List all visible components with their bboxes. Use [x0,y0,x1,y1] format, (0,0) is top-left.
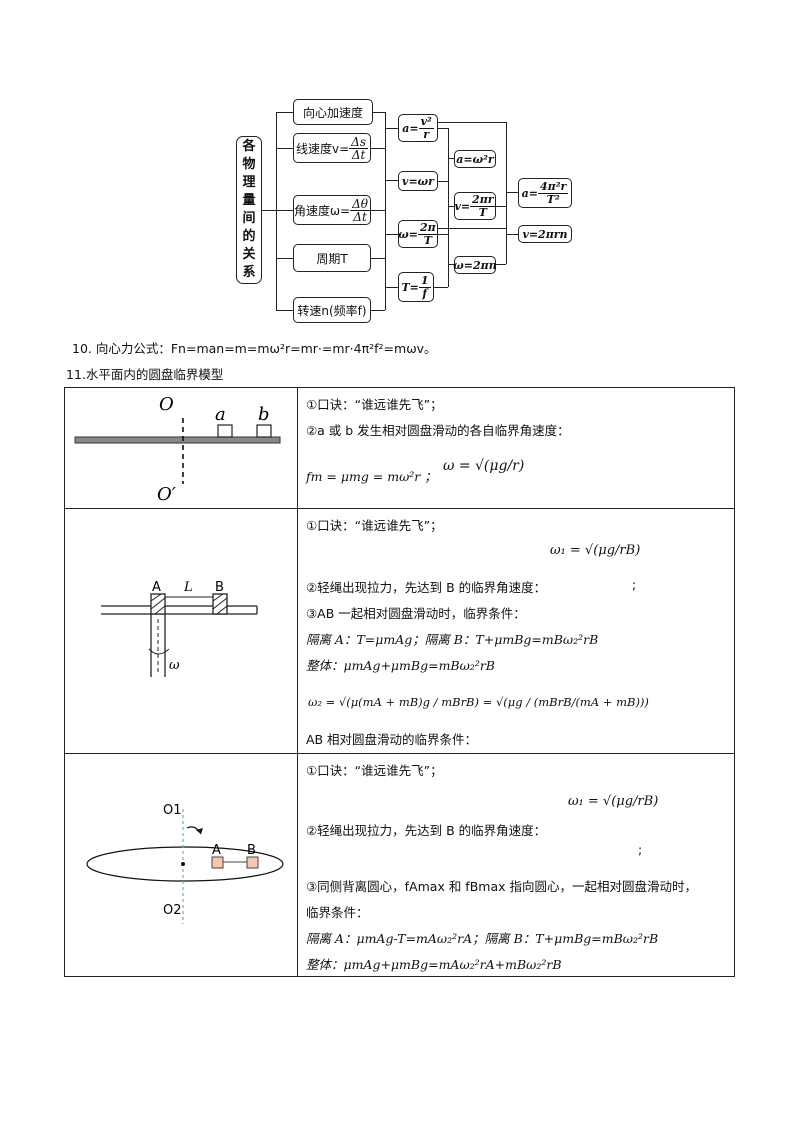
table-row: O a b O′ ①口诀：“谁远谁先飞”； ②a 或 b 发生相对圆盘滑动的各自… [64,387,736,509]
row2-figure: A B L ω [101,580,258,677]
formula-a-omega2-r: a=ω²r [454,150,496,168]
disc-critical-model-table: O a b O′ ①口诀：“谁远谁先飞”； ②a 或 b 发生相对圆盘滑动的各自… [64,387,736,977]
formula-omega-2pin: ω=2πn [453,256,497,274]
row2-text-cell: ①口诀：“谁远谁先飞”； ω₁ = √(μg/rB) ②轻绳出现拉力，先达到 B… [296,508,736,754]
row1-text-cell: ①口诀：“谁远谁先飞”； ②a 或 b 发生相对圆盘滑动的各自临界角速度： fm… [296,387,736,509]
row3-block-a [211,856,224,869]
box-period: 周期T [293,244,371,272]
formula-v-omega-r: v=ωr [398,171,438,191]
table-row: A B L ω ①口诀：“谁远谁先飞”； ω₁ = √(μg/rB) ②轻绳出现… [64,508,736,754]
box-centripetal-acceleration: 向心加速度 [293,99,373,125]
svg-text:A: A [212,843,221,858]
row1-label-o-prime: O′ [157,484,176,505]
row1-disc-plate [74,436,281,444]
row3-figure-cell: O1 O2 A B [64,753,298,977]
svg-text:B: B [247,843,256,858]
svg-text:B: B [215,580,224,595]
row3-text-cell: ①口诀：“谁远谁先飞”； ω₁ = √(μg/rB) ②轻绳出现拉力，先达到 B… [296,753,736,977]
table-row: O1 O2 A B ①口诀：“谁远谁先飞”； ω₁ = √(μg/rB) ②轻绳… [64,753,736,977]
row1-block-b [256,424,272,438]
svg-text:L: L [183,580,193,595]
row1-label-b: b [258,404,270,425]
item-10-formula: 10. 向心力公式：Fn=man=m=mω²r=mr·=mr·4π²f²=mωv… [72,341,437,356]
formula-v-2pirn: v=2πrn [518,225,572,243]
row1-label-o: O [159,394,174,415]
svg-text:O1: O1 [163,803,182,818]
item-11-heading: 11.水平面内的圆盘临界模型 [66,367,224,382]
row2-rotation-arrow [148,648,170,655]
row3-block-b [246,856,259,869]
svg-text:A: A [152,580,161,595]
row2-figure-cell: A B L ω [64,508,298,754]
row1-label-a: a [215,404,226,425]
bracket-stem [262,210,276,212]
diagram-vertical-title: 各 物 理 量 间 的 关 系 [236,136,262,284]
row3-figure: O1 O2 A B [86,803,284,924]
svg-text:ω: ω [169,658,180,673]
row1-figure-cell: O a b O′ [64,387,298,509]
row1-figure: O a b O′ [74,394,281,505]
box-rotation-speed: 转速n(频率f) [293,297,371,323]
svg-text:O2: O2 [163,903,182,918]
row1-block-a [217,424,233,438]
